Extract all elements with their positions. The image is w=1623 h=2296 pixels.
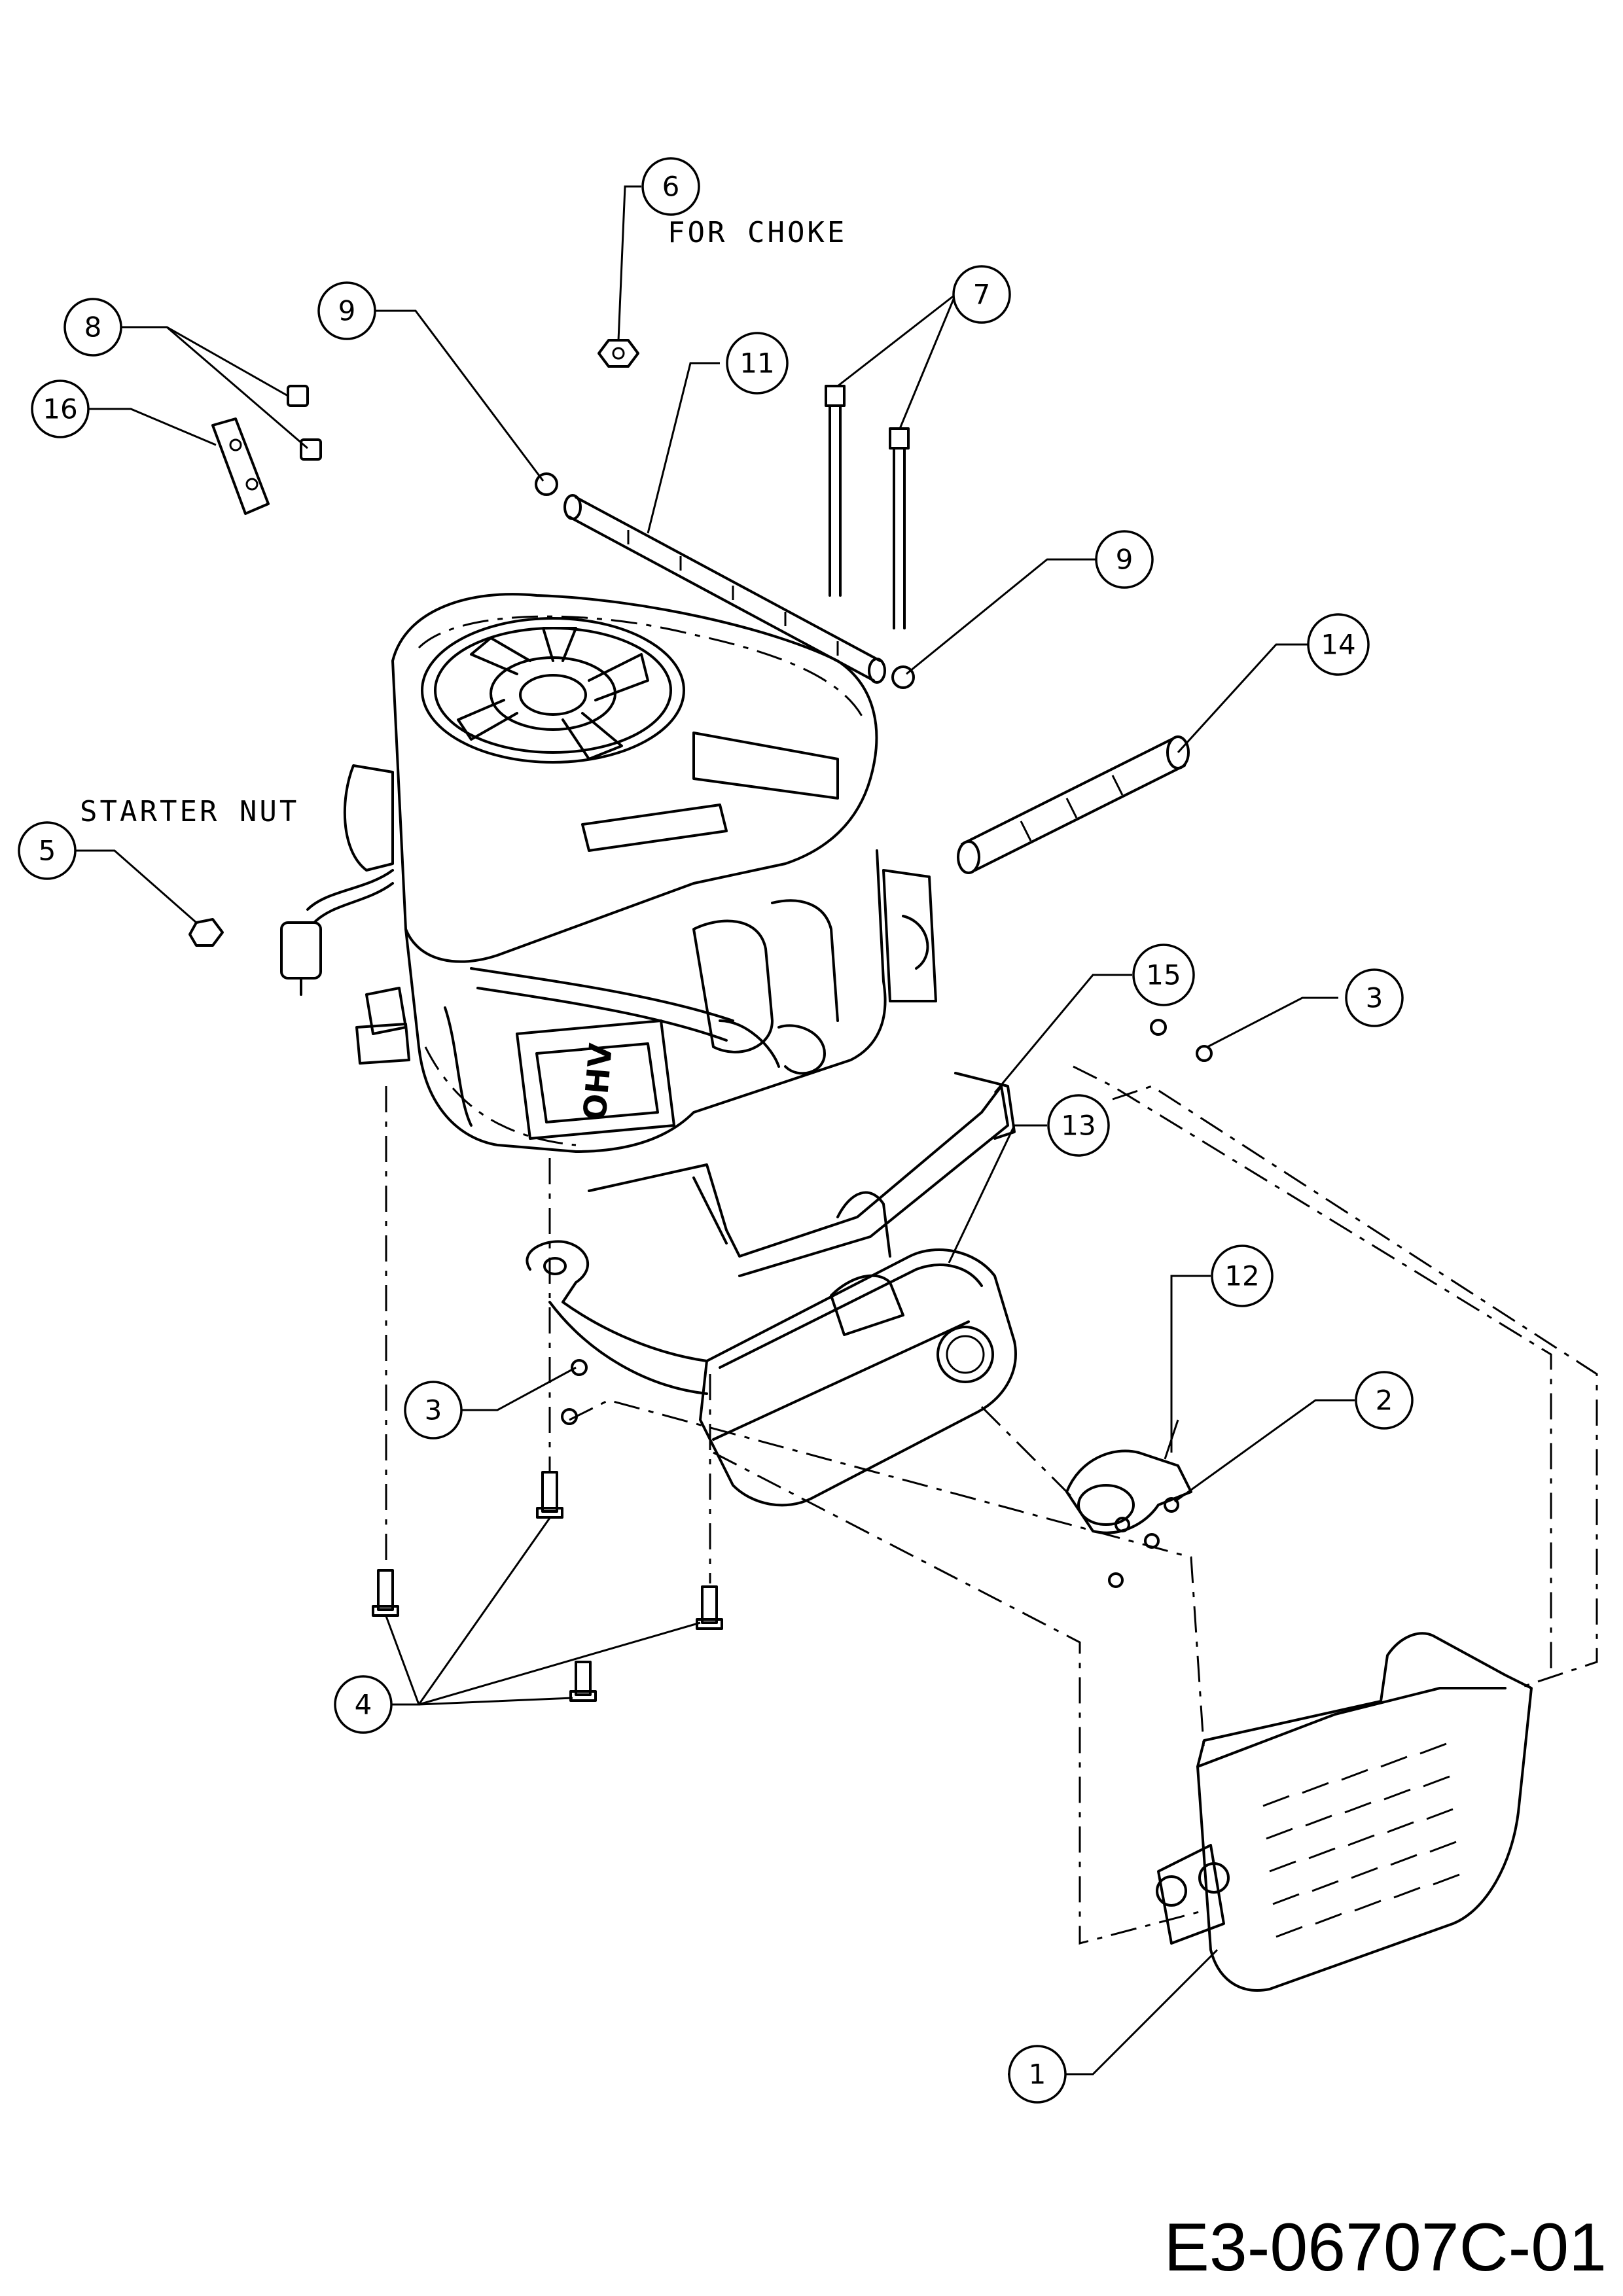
callout-11: 11 <box>726 332 789 395</box>
muffler-bracket <box>588 1072 1016 1277</box>
callout-16: 16 <box>31 380 90 438</box>
choke-nut <box>597 339 639 368</box>
callout-13: 13 <box>1047 1094 1110 1157</box>
callout-2: 2 <box>1355 1371 1414 1430</box>
protective-hose <box>957 735 1190 874</box>
callout-8: 8 <box>63 298 122 357</box>
muffler <box>699 1248 1017 1507</box>
svg-text:3: 3 <box>1366 982 1383 1014</box>
callout-1: 1 <box>1008 2045 1067 2104</box>
callout-9-upper: 9 <box>317 281 376 340</box>
svg-text:16: 16 <box>43 393 77 425</box>
assembly-lines <box>385 1065 1598 1945</box>
hose-clamps <box>535 472 915 689</box>
cable-ties <box>825 385 910 629</box>
svg-text:8: 8 <box>84 311 102 344</box>
svg-text:4: 4 <box>355 1689 372 1721</box>
svg-text:14: 14 <box>1321 629 1355 661</box>
callout-14: 14 <box>1307 613 1370 676</box>
drawing-number: E3-06707C-01 <box>1164 2210 1607 2286</box>
callout-9-lower: 9 <box>1095 530 1154 589</box>
callout-12: 12 <box>1211 1245 1274 1307</box>
svg-text:12: 12 <box>1224 1260 1259 1292</box>
svg-text:6: 6 <box>662 171 680 203</box>
svg-text:5: 5 <box>39 835 56 867</box>
callout-3-right: 3 <box>1345 968 1404 1027</box>
svg-text:11: 11 <box>740 347 774 380</box>
screws <box>561 1019 1213 1588</box>
starter-nut <box>188 918 224 947</box>
plate-clip-part <box>211 385 322 515</box>
svg-text:2: 2 <box>1376 1385 1393 1417</box>
svg-text:1: 1 <box>1029 2058 1046 2091</box>
note-for-choke: FOR CHOKE <box>668 216 847 249</box>
engine-assembly: OHV <box>280 593 937 1153</box>
callout-3-left: 3 <box>404 1381 463 1439</box>
leader-lines <box>64 185 1355 2075</box>
callout-7: 7 <box>952 265 1011 324</box>
svg-text:9: 9 <box>338 295 356 327</box>
svg-text:7: 7 <box>973 279 991 311</box>
callout-6: 6 <box>641 157 700 216</box>
callout-5: 5 <box>18 821 77 880</box>
muffler-heat-shield <box>1156 1632 1533 1992</box>
svg-text:3: 3 <box>425 1394 442 1426</box>
svg-text:13: 13 <box>1061 1110 1096 1142</box>
svg-text:9: 9 <box>1116 544 1133 576</box>
engine-label: OHV <box>577 1042 620 1122</box>
note-starter-nut: STARTER NUT <box>80 795 299 828</box>
exhaust-manifold <box>526 1191 891 1395</box>
callout-4: 4 <box>334 1675 393 1734</box>
svg-text:15: 15 <box>1146 959 1181 991</box>
callout-15: 15 <box>1132 944 1195 1006</box>
fuel-hose <box>563 494 886 684</box>
